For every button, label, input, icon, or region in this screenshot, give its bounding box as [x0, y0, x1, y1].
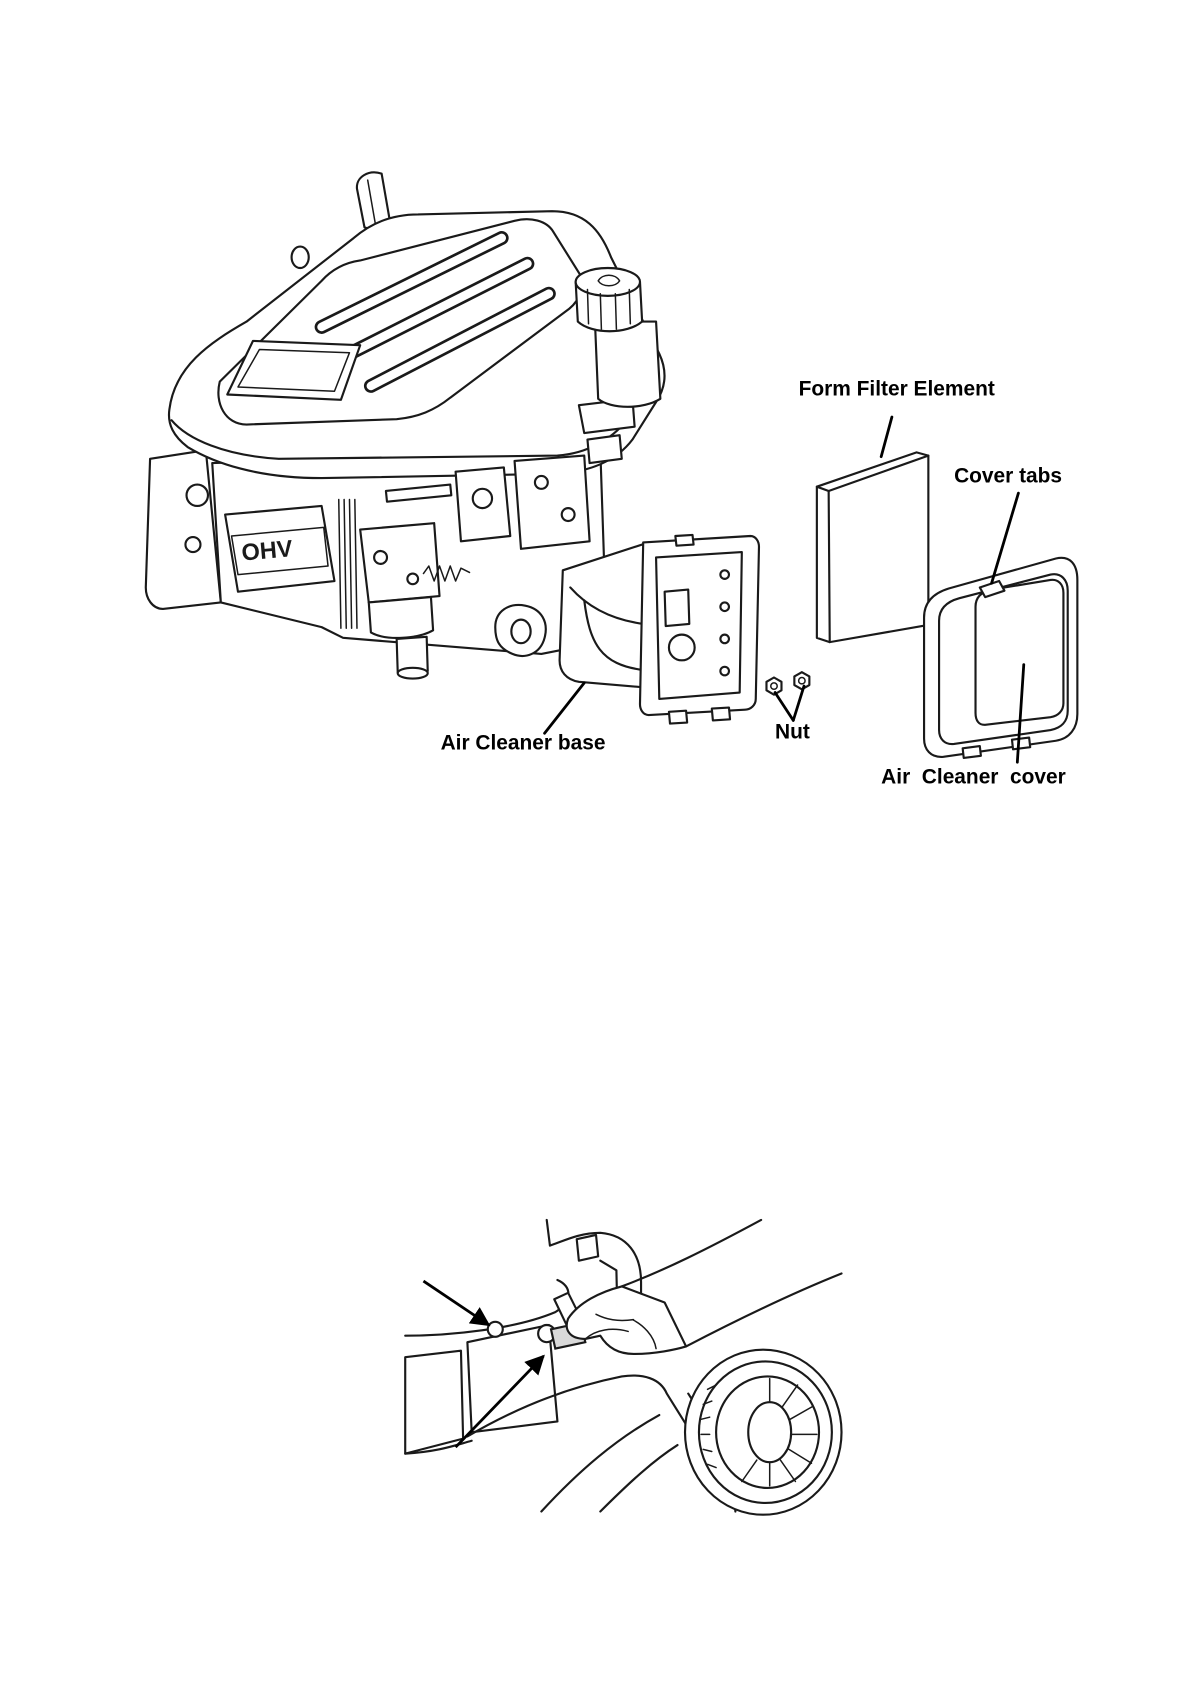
housing-knob	[187, 485, 208, 506]
side-fitting	[587, 435, 621, 463]
leader-nut-1	[775, 693, 793, 721]
hand-drawing	[567, 1220, 842, 1354]
cover-window	[976, 580, 1064, 725]
oil-neck	[595, 322, 660, 407]
deck-curve	[541, 1415, 659, 1511]
engine-air-cleaner-figure: OHV	[146, 172, 1078, 788]
oil-cap-rib	[615, 294, 616, 329]
gasket-hole	[511, 620, 530, 644]
linkage-bolt	[535, 476, 548, 489]
oil-drain-figure	[405, 1220, 841, 1515]
blower-housing	[146, 450, 221, 609]
leader-form-filter	[881, 417, 892, 457]
carburetor-screw	[374, 551, 387, 564]
carburetor-body	[360, 523, 439, 602]
pipe-end	[398, 668, 428, 679]
oil-cap-rib	[629, 289, 630, 323]
cover-bottom-tab	[963, 746, 981, 758]
air-cleaner-base	[560, 535, 759, 724]
oil-cap-rib	[600, 294, 601, 329]
label-cover-tabs: Cover tabs	[954, 464, 1062, 487]
base-peg	[720, 667, 729, 676]
nut-hex	[794, 672, 809, 689]
deck-curve	[600, 1445, 677, 1511]
hub	[748, 1402, 791, 1462]
arm-lower-edge	[686, 1274, 841, 1347]
leader-nut-2	[793, 686, 804, 720]
oil-cap-top	[576, 268, 640, 296]
base-inner-port	[669, 635, 695, 661]
linkage-plate	[515, 456, 590, 549]
base-inner-block	[665, 590, 690, 626]
label-nut: Nut	[775, 721, 810, 744]
base-bottom-tab	[669, 711, 687, 724]
outlet-pipe	[397, 637, 428, 679]
lifting-loop	[292, 247, 309, 268]
filter-outline	[817, 452, 928, 642]
label-air-cleaner-cover: Air Cleaner cover	[881, 766, 1066, 789]
ohv-badge-text: OHV	[240, 535, 293, 565]
label-form-filter-element: Form Filter Element	[799, 378, 995, 401]
base-peg	[720, 602, 729, 611]
base-top-tab	[675, 535, 693, 546]
drawing-group: OHV	[146, 172, 1078, 1514]
carburetor-screw	[407, 574, 418, 585]
carburetor-bowl	[369, 597, 433, 638]
foam-filter-element	[817, 452, 928, 642]
oil-cap-rib	[587, 289, 588, 323]
drain-bolt-upper	[488, 1322, 503, 1337]
base-peg	[720, 635, 729, 644]
housing-clip	[577, 1235, 598, 1261]
linkage-bolt	[562, 508, 575, 521]
base-bottom-tab	[712, 708, 730, 721]
leader-air-cleaner-base	[545, 683, 585, 733]
cover-bottom-tab	[1012, 738, 1030, 750]
gasket	[495, 605, 546, 656]
air-cleaner-cover	[924, 558, 1077, 758]
linkage-pivot	[473, 489, 492, 508]
label-air-cleaner-base: Air Cleaner base	[441, 731, 606, 754]
base-peg	[720, 570, 729, 579]
wheel	[685, 1350, 842, 1515]
engine-left-block	[405, 1351, 463, 1454]
housing-bolt	[185, 537, 200, 552]
ohv-badge: OHV	[225, 506, 334, 592]
arrow-upper-drain-bolt	[423, 1281, 488, 1325]
arm-upper-edge	[622, 1220, 761, 1286]
